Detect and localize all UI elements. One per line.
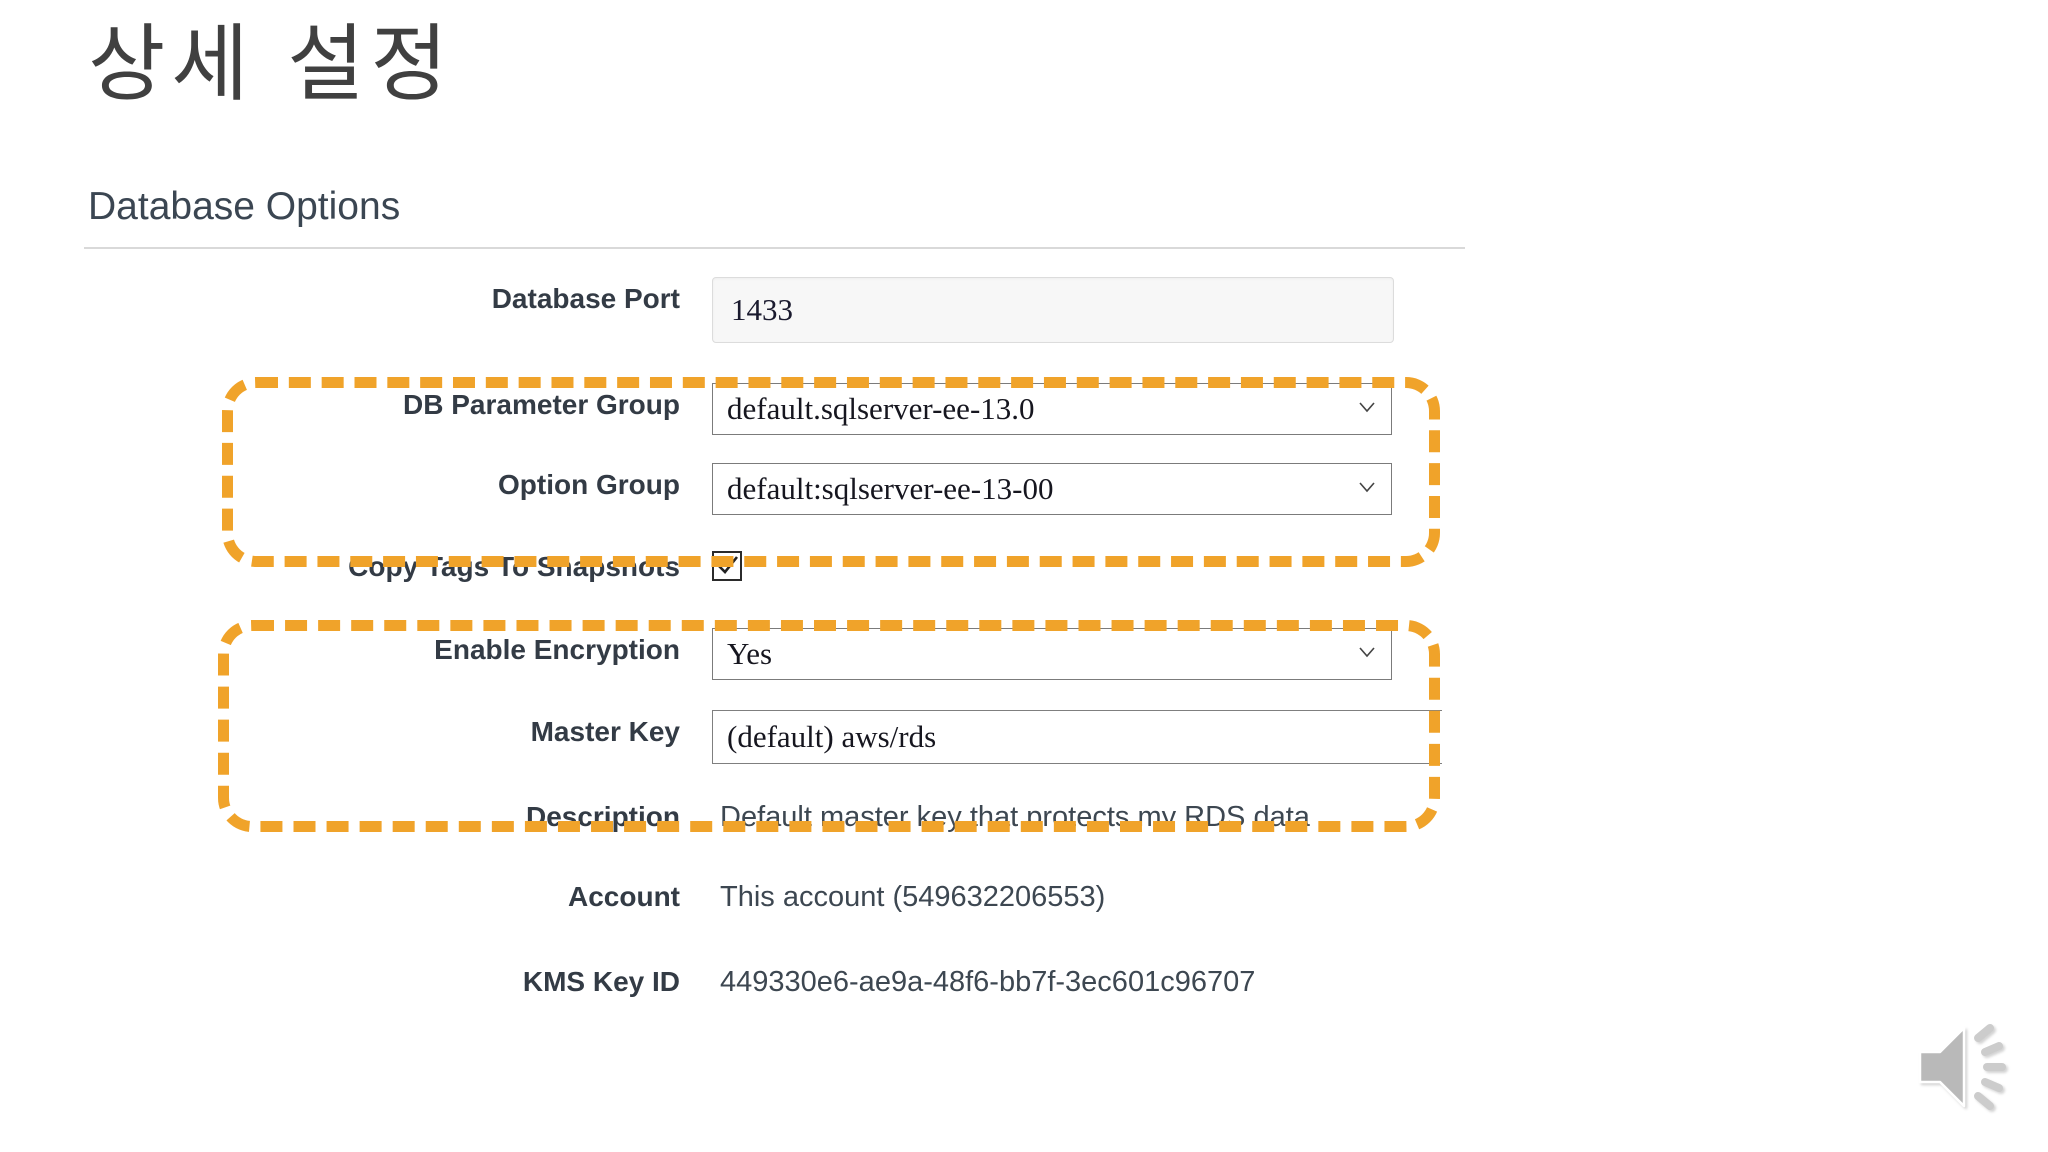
- enable-encryption-value: Yes: [727, 636, 773, 671]
- enable-encryption-select[interactable]: Yes: [712, 628, 1392, 680]
- label-copy-tags-to-snapshots: Copy Tags To Snapshots: [348, 551, 680, 582]
- label-database-port: Database Port: [491, 283, 680, 314]
- chevron-down-icon: [1357, 397, 1377, 417]
- db-parameter-group-select[interactable]: default.sqlserver-ee-13.0: [712, 383, 1392, 435]
- account-value: This account (549632206553): [720, 881, 1106, 913]
- form-row-description: Description Default master key that prot…: [80, 795, 1465, 859]
- description-value: Default master key that protects my RDS …: [720, 801, 1310, 833]
- chevron-down-icon: [1357, 642, 1377, 662]
- form-row-db-parameter-group: DB Parameter Group default.sqlserver-ee-…: [80, 383, 1465, 447]
- master-key-combobox[interactable]: (default) aws/rds: [712, 710, 1442, 764]
- label-account: Account: [568, 881, 680, 912]
- form-row-option-group: Option Group default:sqlserver-ee-13-00: [80, 463, 1465, 527]
- kms-key-id-value: 449330e6-ae9a-48f6-bb7f-3ec601c96707: [720, 966, 1256, 998]
- label-enable-encryption: Enable Encryption: [434, 634, 680, 665]
- form-row-account: Account This account (549632206553): [80, 875, 1465, 939]
- form-row-copy-tags-to-snapshots: Copy Tags To Snapshots: [80, 545, 1465, 609]
- option-group-select[interactable]: default:sqlserver-ee-13-00: [712, 463, 1392, 515]
- rds-database-options-screenshot: Database Options Database Port 1433 DB P…: [80, 185, 1465, 1145]
- copy-tags-to-snapshots-checkbox[interactable]: [712, 551, 742, 581]
- section-heading: Database Options: [88, 185, 401, 228]
- label-master-key: Master Key: [530, 716, 680, 747]
- master-key-value: (default) aws/rds: [727, 719, 937, 754]
- db-parameter-group-value: default.sqlserver-ee-13.0: [727, 391, 1035, 426]
- page-title: 상세 설정: [88, 15, 454, 113]
- form-row-master-key: Master Key (default) aws/rds: [80, 710, 1465, 774]
- speaker-icon[interactable]: [1898, 1002, 2028, 1132]
- database-port-input[interactable]: 1433: [712, 277, 1394, 343]
- section-divider: [84, 247, 1465, 249]
- option-group-value: default:sqlserver-ee-13-00: [727, 471, 1054, 506]
- label-kms-key-id: KMS Key ID: [522, 966, 680, 997]
- form-row-kms-key-id: KMS Key ID 449330e6-ae9a-48f6-bb7f-3ec60…: [80, 960, 1465, 1024]
- label-db-parameter-group: DB Parameter Group: [403, 389, 680, 420]
- form-row-enable-encryption: Enable Encryption Yes: [80, 628, 1465, 692]
- label-description: Description: [525, 801, 680, 832]
- label-option-group: Option Group: [498, 469, 680, 500]
- form-row-database-port: Database Port 1433: [80, 277, 1465, 343]
- chevron-down-icon: [1357, 477, 1377, 497]
